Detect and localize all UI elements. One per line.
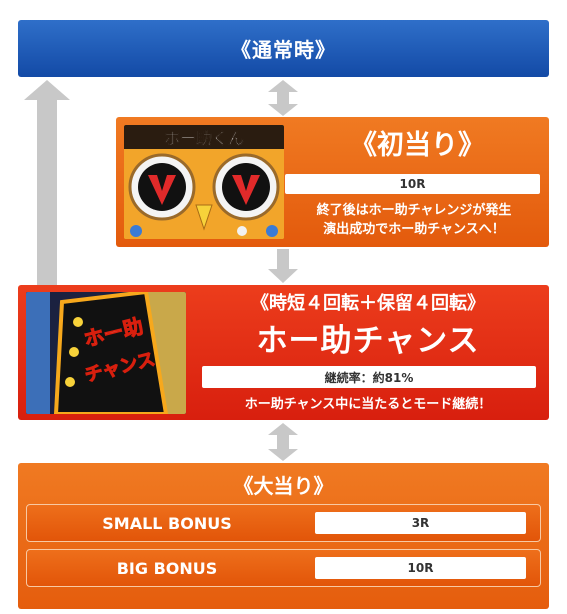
chance-subtitle: 《時短４回転＋保留４回転》 (251, 293, 485, 314)
double-arrow-icon (268, 80, 298, 116)
big-hit-panel: 《大当り》 SMALL BONUS 3R BIG BONUS 10R (18, 463, 549, 609)
chance-title: ホー助チャンス (256, 322, 480, 359)
big-bonus-row: BIG BONUS 10R (26, 549, 541, 587)
continuation-rate: 継続率：約81% (202, 366, 536, 388)
up-arrow-icon (24, 80, 70, 285)
owl-character-image: ホー助くん (124, 125, 284, 239)
first-hit-description-line2: 演出成功でホー助チャンスへ！ (323, 222, 505, 237)
first-hit-title: 《初当り》 (350, 129, 485, 161)
double-arrow-icon (268, 423, 298, 461)
normal-state-title: 《通常時》 (231, 38, 336, 62)
first-hit-description: 終了後はホー助チャレンジが発生 演出成功でホー助チャンスへ！ (284, 201, 544, 239)
down-arrow-icon (268, 249, 298, 283)
first-hit-description-line1: 終了後はホー助チャレンジが発生 (316, 203, 512, 218)
small-bonus-row: SMALL BONUS 3R (26, 504, 541, 542)
owl-lettering: ホー助くん (164, 129, 244, 148)
chance-mode-panel: ホー助 チャンス 《時短４回転＋保留４回転》 ホー助チャンス 継続率：約81% … (18, 285, 549, 420)
big-hit-title: 《大当り》 (233, 473, 334, 498)
first-hit-panel: ホー助くん 《初当り》 10R 終了後はホー助チャレンジが発生 演出成功でホー助… (116, 117, 549, 247)
small-bonus-label: SMALL BONUS (102, 513, 232, 533)
chance-description: ホー助チャンス中に当たるとモード継続！ (244, 397, 492, 412)
big-bonus-rounds: 10R (315, 557, 526, 579)
first-hit-rounds: 10R (285, 174, 540, 194)
chance-character-image: ホー助 チャンス (26, 292, 186, 414)
small-bonus-rounds: 3R (315, 512, 526, 534)
normal-state-header: 《通常時》 (18, 20, 549, 77)
big-bonus-label: BIG BONUS (116, 558, 218, 578)
